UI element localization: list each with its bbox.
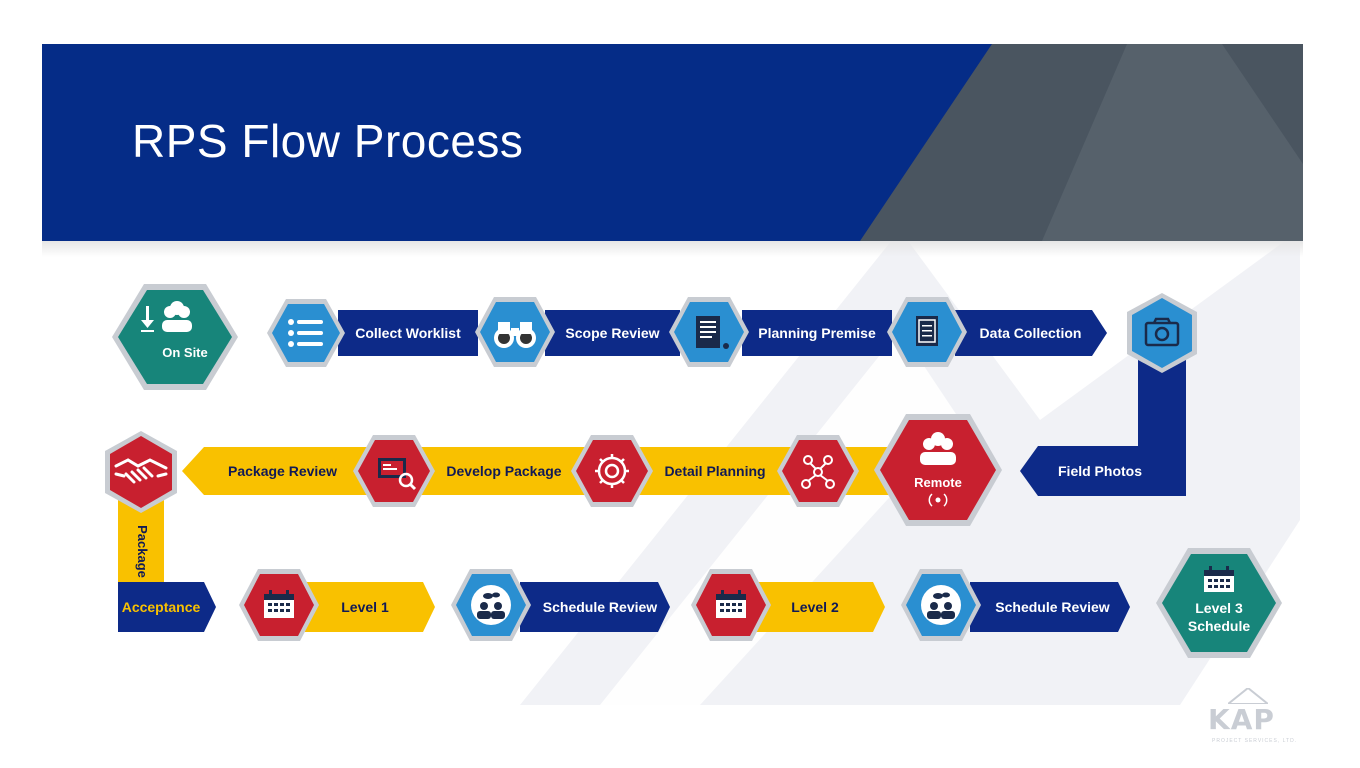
detail-planning-label: Detail Planning [664, 463, 766, 479]
list-icon [288, 319, 323, 347]
develop-package-label-wrap: Develop Package [438, 447, 570, 495]
develop-package-label: Develop Package [446, 463, 562, 479]
develop-package-hex[interactable] [570, 434, 654, 508]
scroll-icon [696, 316, 729, 349]
gear-icon [595, 454, 629, 488]
on-site-hex[interactable]: On Site [110, 282, 240, 392]
scope-review-hex[interactable] [474, 296, 556, 368]
calendar-icon [264, 590, 294, 618]
schedule-review-2-arrow [970, 582, 1130, 632]
data-collection-arrow [955, 310, 1107, 356]
page-title: RPS Flow Process [132, 115, 524, 167]
package-vertical-label: Package [134, 524, 150, 578]
chat-users-icon [477, 592, 505, 619]
document-icon [916, 316, 938, 346]
data-collection-label: Data Collection [979, 325, 1082, 341]
planning-premise-hex[interactable] [668, 296, 750, 368]
field-photos-arrow [1020, 446, 1186, 496]
package-review-hex[interactable] [352, 434, 436, 508]
planning-premise-label: Planning Premise [758, 325, 876, 341]
header-shadow [42, 241, 1303, 257]
scope-review-label: Scope Review [565, 325, 660, 341]
level1-label-wrap: Level 1 [315, 582, 415, 632]
schedule-review-2-hex[interactable] [900, 568, 982, 642]
header-banner: RPS Flow Process [42, 44, 1303, 241]
schedule-review-1-hex[interactable] [450, 568, 532, 642]
level2-label-wrap: Level 2 [765, 582, 865, 632]
collect-worklist-label: Collect Worklist [355, 325, 461, 341]
header-mountain-graphic [860, 44, 1303, 241]
data-collection-hex[interactable] [886, 296, 968, 368]
package-vertical-label-wrap: Package [127, 520, 157, 582]
camera-icon [1144, 317, 1180, 347]
calendar-icon [716, 590, 746, 618]
level2-hex[interactable] [690, 568, 772, 642]
schedule-review-1-arrow [520, 582, 670, 632]
level3-schedule-hex[interactable]: Level 3 Schedule [1154, 546, 1284, 660]
network-icon [801, 455, 835, 489]
acceptance-label: Acceptance [121, 599, 201, 615]
company-logo-subtext: PROJECT SERVICES, LTD. [1212, 738, 1298, 744]
chat-users-icon [927, 592, 955, 619]
camera-hex[interactable] [1126, 292, 1198, 374]
acceptance-arrow [118, 582, 216, 632]
detail-planning-label-wrap: Detail Planning [650, 447, 780, 495]
calendar-icon [1204, 566, 1234, 592]
collect-worklist-band: Collect Worklist [338, 310, 478, 356]
handshake-hex[interactable] [104, 430, 178, 514]
level2-label: Level 2 [791, 599, 839, 615]
users-remote-icon [920, 432, 956, 507]
level3-label-line2: Schedule [1187, 618, 1251, 634]
detail-planning-hex[interactable] [776, 434, 860, 508]
logo-mountain-icon [1228, 688, 1268, 704]
level1-label: Level 1 [341, 599, 389, 615]
schedule-review-2-label-wrap: Schedule Review [985, 582, 1120, 632]
monitor-search-icon [378, 458, 417, 491]
schedule-review-1-label-wrap: Schedule Review [535, 582, 665, 632]
schedule-review-2-label: Schedule Review [995, 599, 1110, 615]
company-logo: KAP [1208, 703, 1275, 736]
package-review-label-wrap: Package Review [215, 447, 350, 495]
remote-hex[interactable]: Remote [872, 412, 1004, 528]
field-photos-label-wrap: Field Photos [1040, 446, 1160, 496]
acceptance-label-wrap: Acceptance [118, 582, 204, 632]
level3-label-line1: Level 3 [1195, 600, 1243, 616]
scope-review-band: Scope Review [545, 310, 680, 356]
planning-premise-band: Planning Premise [742, 310, 892, 356]
field-photos-label: Field Photos [1058, 463, 1142, 479]
level1-hex[interactable] [238, 568, 320, 642]
data-collection-label-wrap: Data Collection [968, 310, 1093, 356]
level1-arrow [305, 582, 435, 632]
package-review-label: Package Review [228, 463, 337, 479]
binoculars-icon [494, 322, 536, 348]
level2-arrow [755, 582, 885, 632]
users-download-icon [141, 301, 192, 332]
schedule-review-1-label: Schedule Review [542, 599, 658, 615]
remote-label: Remote [914, 475, 962, 490]
on-site-label: On Site [162, 345, 208, 360]
handshake-icon [114, 458, 168, 484]
collect-worklist-hex[interactable] [266, 298, 346, 368]
